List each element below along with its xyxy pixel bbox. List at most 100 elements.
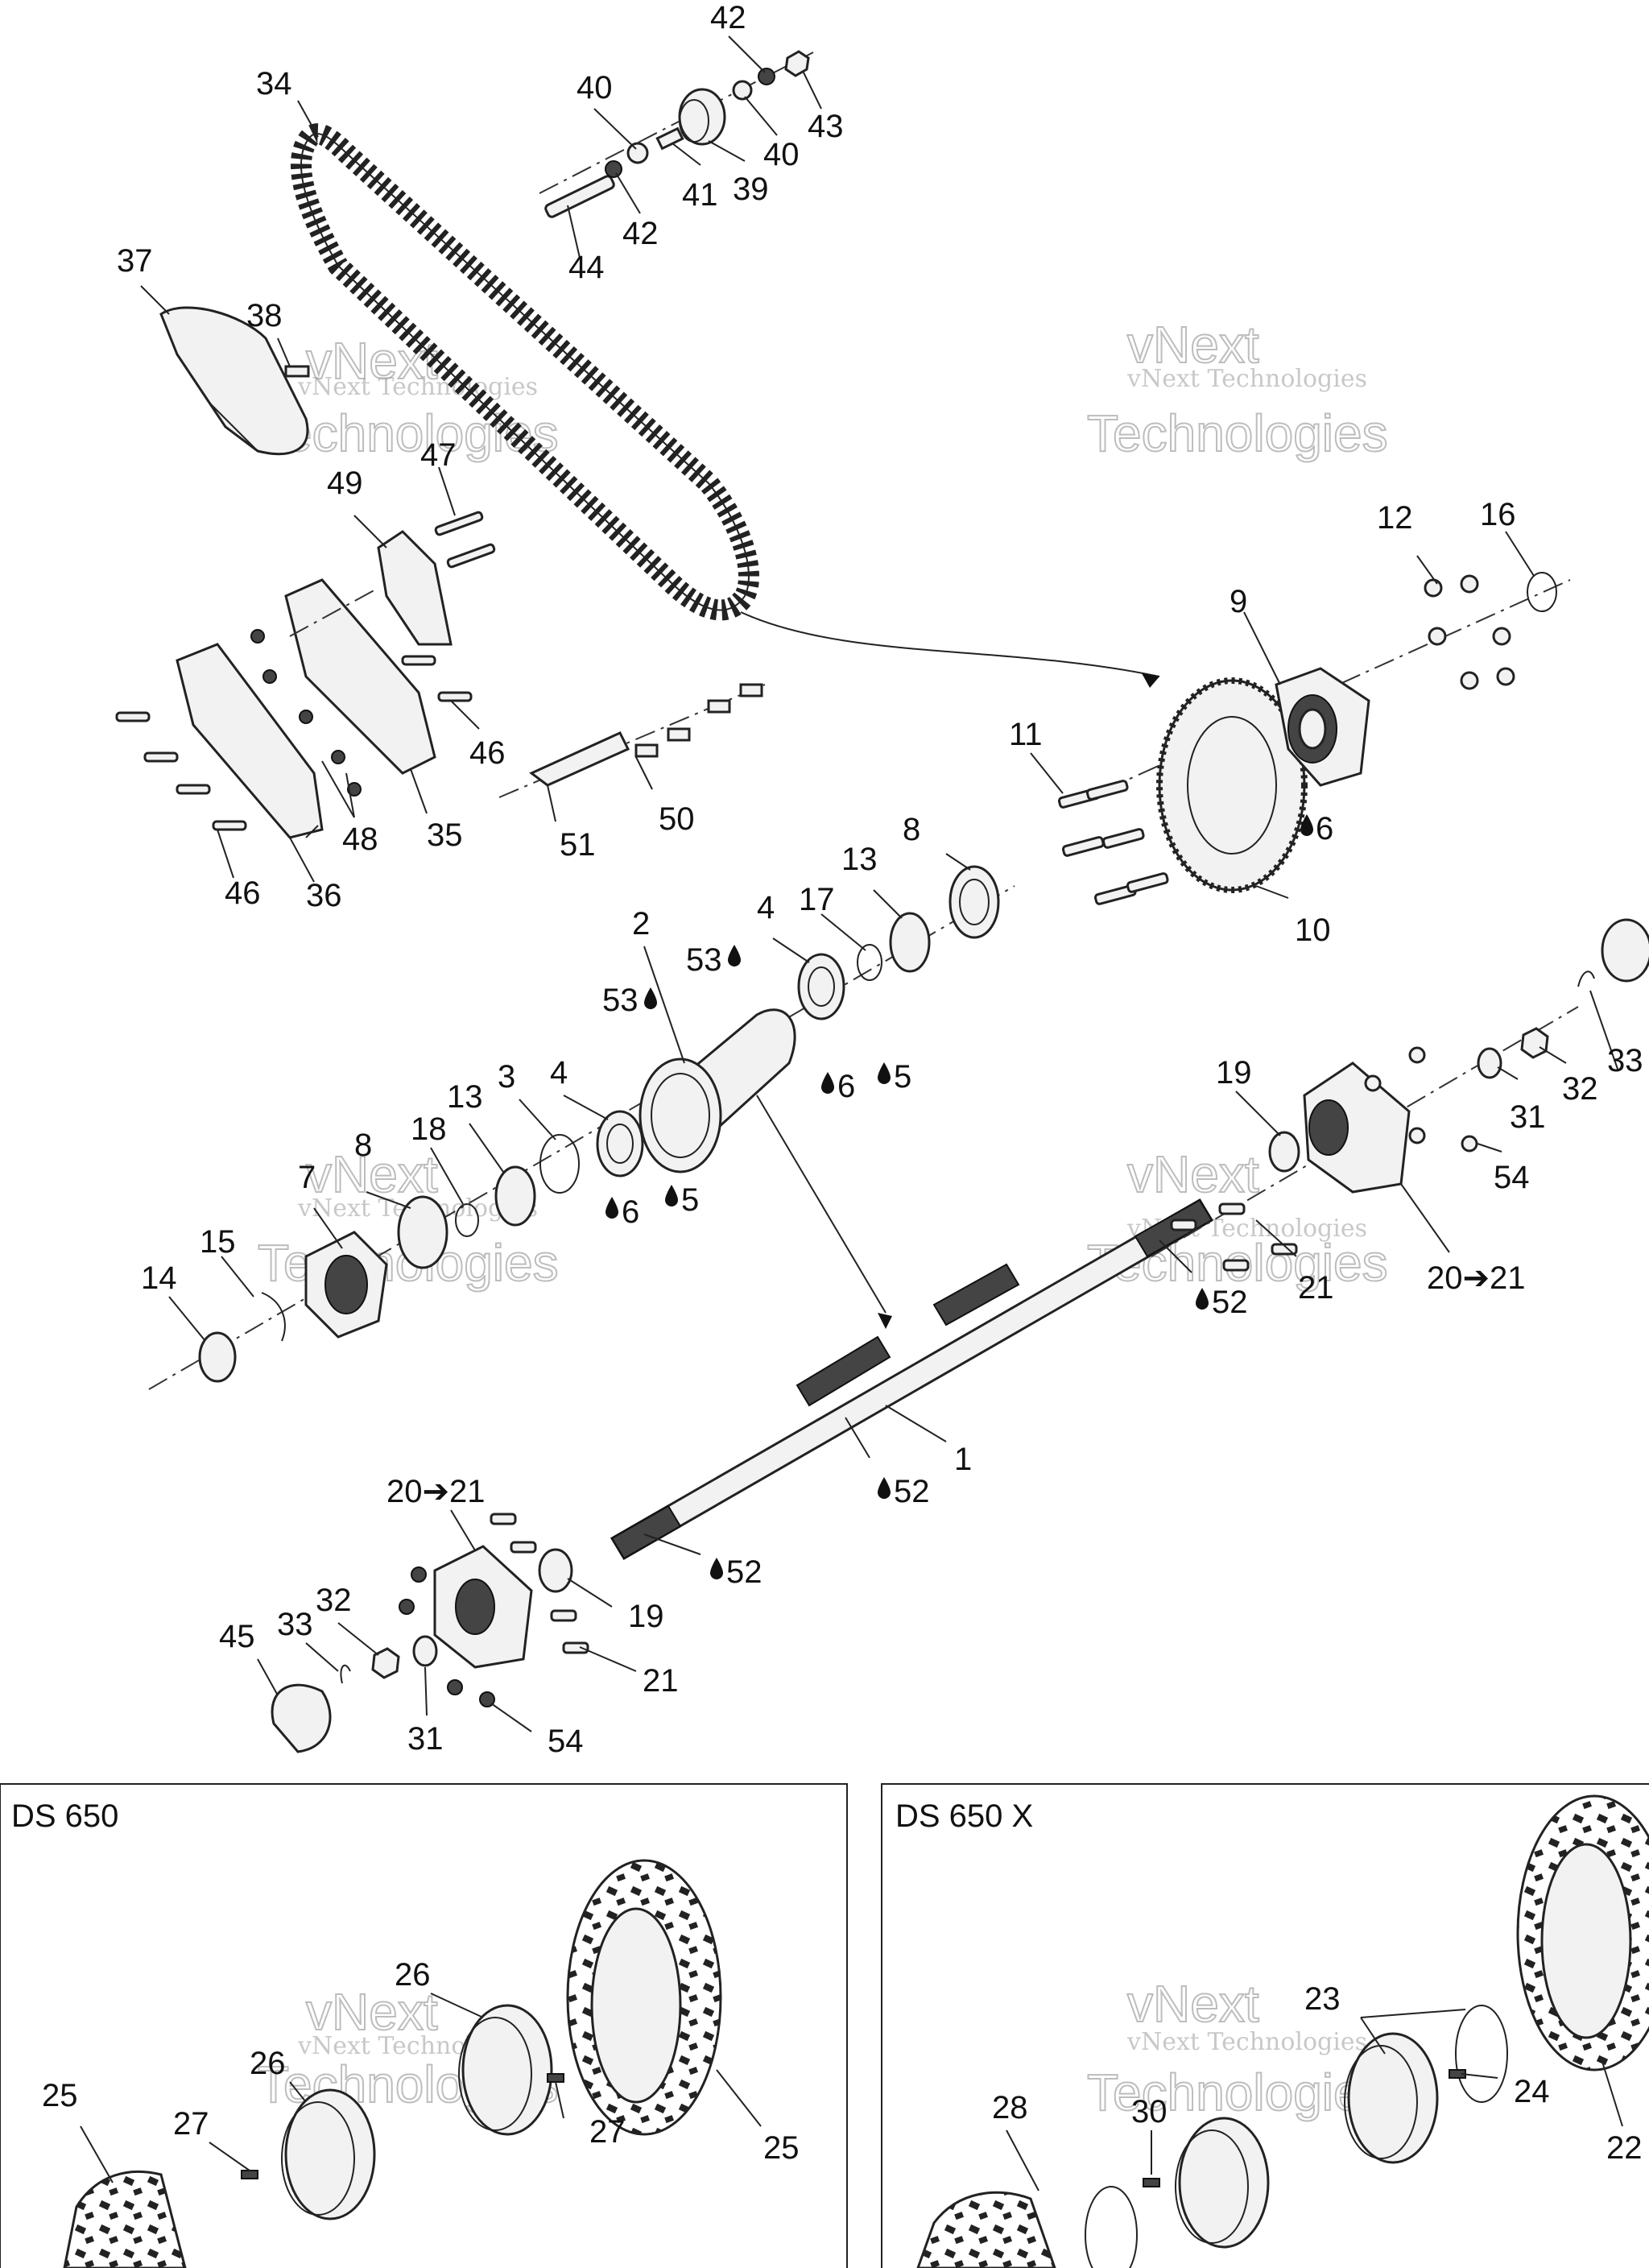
callout-27-left: 27 [173, 2106, 209, 2142]
tire-25-left [63, 2170, 187, 2268]
callout-50: 50 [659, 801, 695, 837]
callout-6-right: 6 [837, 1069, 855, 1104]
lubricant-drop-icon [665, 1185, 678, 1206]
callout-32-right: 32 [1562, 1071, 1598, 1107]
washer-31-left [412, 1635, 438, 1667]
callout-46-right: 46 [469, 735, 506, 771]
callout-53-upper: 53 [686, 942, 722, 978]
watermark-group: vNext Technologies vNext Technologies vN… [257, 315, 1389, 2122]
retaining-ring-15 [261, 1292, 286, 1342]
callout-16: 16 [1480, 497, 1516, 532]
tire-28 [916, 2191, 1056, 2268]
tensioner-axis [539, 52, 814, 194]
callout-2: 2 [632, 906, 650, 942]
callout-52-left: 52 [726, 1554, 763, 1590]
rim-26-left [284, 2088, 376, 2220]
callout-21-left: 21 [643, 1663, 679, 1699]
callout-38: 38 [246, 298, 283, 333]
callout-39: 39 [733, 172, 769, 207]
callout-34: 34 [256, 66, 292, 101]
rim-23-outer [1347, 2032, 1439, 2164]
bearing-4-right [797, 953, 845, 1020]
o-ring-16 [1527, 572, 1557, 612]
callout-15: 15 [200, 1224, 236, 1260]
bearing-4-left [596, 1110, 644, 1177]
seal-8-left [397, 1195, 448, 1269]
callout-19-right: 19 [1216, 1055, 1252, 1091]
callout-8-left: 8 [354, 1128, 372, 1163]
callout-35: 35 [427, 817, 463, 853]
callout-40-right: 40 [763, 137, 800, 172]
callout-27-right: 27 [589, 2114, 626, 2150]
watermark-large-7: vNext [1127, 1145, 1259, 1203]
callout-53-lower: 53 [602, 983, 639, 1018]
callout-5-right: 5 [894, 1059, 911, 1095]
callout-26-left: 26 [250, 2046, 286, 2081]
callout-13-left: 13 [447, 1079, 483, 1115]
callout-3: 3 [498, 1059, 515, 1095]
lubricant-drop-icon [1300, 814, 1313, 836]
washer-42-lower [605, 160, 622, 178]
callout-46-left: 46 [225, 875, 261, 911]
watermark-large-3: vNext [1127, 316, 1259, 374]
callout-25-right: 25 [763, 2130, 800, 2166]
callout-36: 36 [306, 878, 342, 913]
callout-52-right: 52 [1212, 1285, 1248, 1320]
callout-31-left: 31 [407, 1721, 444, 1757]
watermark-large-12: Technologies [1087, 2063, 1388, 2121]
watermark-small-1: vNext Technologies [297, 373, 538, 401]
beadlock-ring-23 [1455, 2005, 1508, 2103]
callout-33-left: 33 [277, 1607, 313, 1642]
panel-title-ds650x: DS 650 X [895, 1798, 1033, 1834]
callout-21-right: 21 [1298, 1270, 1334, 1306]
callout-5-left: 5 [681, 1182, 699, 1218]
callout-37: 37 [117, 243, 153, 279]
watermark-large-4: Technologies [1087, 404, 1388, 462]
seal-19-right [1268, 1131, 1300, 1173]
callout-26-right: 26 [395, 1957, 431, 1993]
callout-10: 10 [1295, 913, 1331, 948]
callout-48: 48 [342, 822, 378, 857]
nut-43 [784, 50, 810, 77]
valve-27-right [547, 2073, 564, 2083]
beadlock-ring-lower [1085, 2186, 1138, 2268]
valve-30 [1143, 2178, 1160, 2187]
o-ring-3 [539, 1134, 580, 1194]
callout-20-left: 20➔21 [386, 1474, 486, 1509]
callout-45: 45 [219, 1619, 255, 1654]
seal-19-left [538, 1548, 573, 1593]
callout-24: 24 [1514, 2074, 1550, 2109]
cap-45-right [1601, 918, 1649, 983]
callout-42-lower: 42 [622, 216, 659, 251]
callout-41: 41 [682, 177, 718, 213]
hub-studs-left [399, 1513, 589, 1707]
callout-42-upper: 42 [710, 0, 746, 35]
roller-39 [678, 88, 726, 146]
callout-labels: 34 37 38 40 44 42 41 39 40 42 43 49 47 4… [42, 0, 1643, 2166]
callout-22: 22 [1606, 2130, 1643, 2166]
panel-title-ds650: DS 650 [11, 1798, 118, 1834]
callout-49: 49 [327, 466, 363, 501]
chain-to-sprocket-arrow [740, 611, 1160, 677]
o-ring-17 [857, 944, 882, 981]
rim-26-right [461, 2004, 553, 2136]
callout-12: 12 [1377, 500, 1413, 536]
lubricant-drop-icon [728, 945, 741, 966]
callout-31-right: 31 [1510, 1099, 1546, 1135]
callout-23: 23 [1304, 1981, 1341, 2017]
rim-inner [1178, 2117, 1270, 2249]
cotter-pin-33-left [340, 1664, 351, 1684]
callout-33-right: 33 [1607, 1043, 1643, 1078]
hub-studs-right [1170, 1046, 1478, 1272]
clamp-51 [529, 731, 630, 787]
plate-36 [176, 643, 324, 839]
washer-42-upper [758, 68, 775, 85]
chain-guide-37 [159, 306, 309, 456]
lubricant-drop-icon [605, 1197, 618, 1219]
callout-25-left: 25 [42, 2078, 78, 2113]
callout-18: 18 [411, 1111, 447, 1147]
lubricant-drop-icon [878, 1062, 891, 1084]
lubricant-drop-icon [821, 1072, 834, 1094]
